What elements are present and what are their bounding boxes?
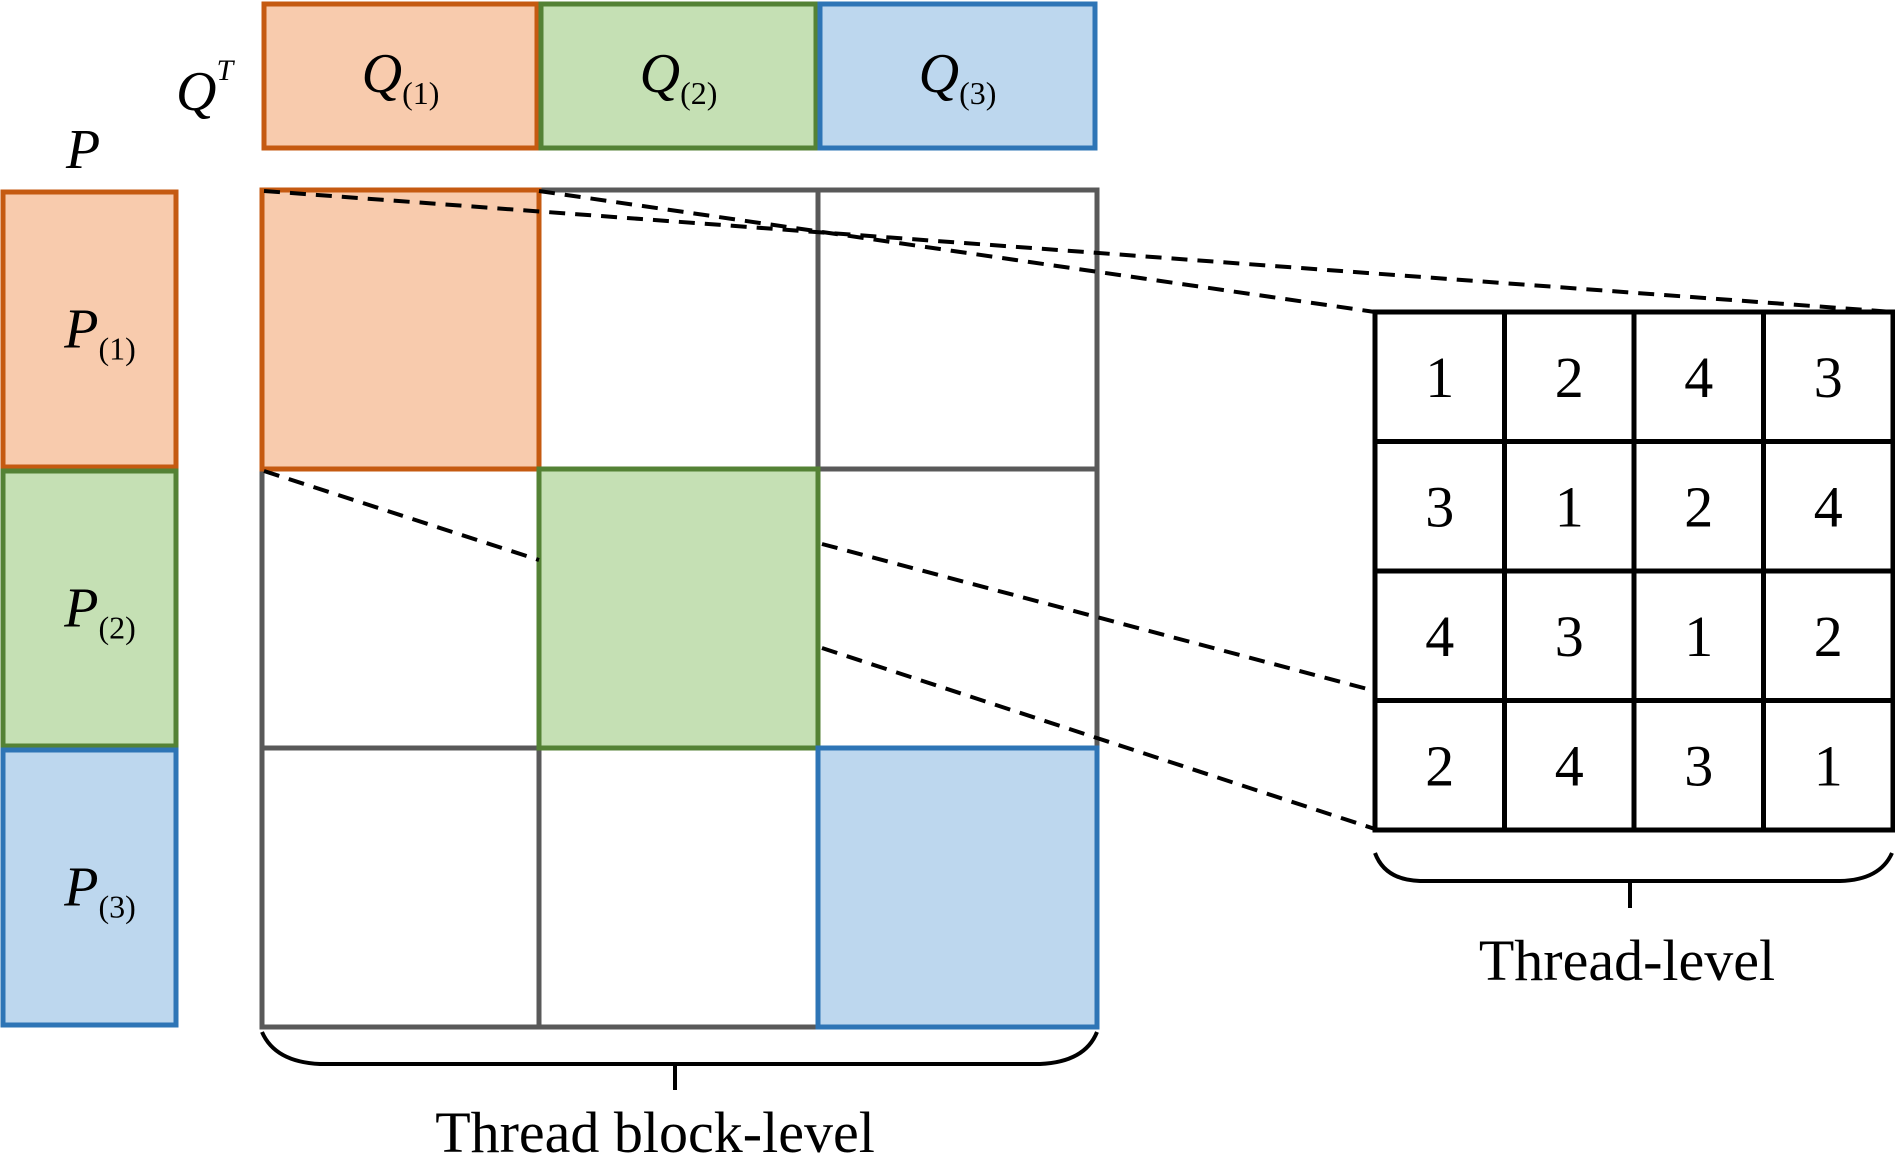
thread-cell-value: 1 [1684, 604, 1713, 669]
thread-cell-value: 3 [1814, 345, 1843, 410]
thread-cell-value: 4 [1425, 604, 1454, 669]
diagonal-block-2 [536, 466, 821, 751]
thread-grid: 1 2 4 3 3 1 2 4 4 3 1 2 2 4 3 1 [1372, 309, 1895, 833]
zoom-line-2 [538, 189, 1376, 314]
p-block-2 [0, 468, 179, 749]
block-grid [259, 187, 1100, 1030]
p-block-1 [0, 189, 179, 470]
thread-cell-value: 1 [1425, 345, 1454, 410]
q-block-1 [261, 1, 540, 151]
thread-cell [1502, 698, 1637, 833]
q-block-3 [817, 1, 1098, 151]
thread-cell [1631, 698, 1766, 833]
zoom-lines [263, 189, 1894, 831]
grid-cell [536, 187, 821, 472]
grid-cell [259, 466, 542, 751]
q-block-label-3: Q(3) [919, 43, 997, 111]
thread-cell [1761, 439, 1895, 574]
zoom-line-3 [263, 469, 540, 562]
thread-cell-value: 1 [1814, 733, 1843, 798]
grid-cell [815, 466, 1100, 751]
grid-cell [536, 745, 821, 1030]
q-transpose-label: QT [176, 54, 235, 123]
thread-cell-value: 4 [1814, 474, 1843, 539]
grid-cell [259, 745, 542, 1030]
block-level-brace [260, 1031, 1099, 1066]
thread-cell-value: 2 [1814, 604, 1843, 669]
zoom-line-1 [263, 189, 1894, 314]
q-block-2 [538, 1, 819, 151]
thread-block-level-label: Thread block-level [435, 1100, 875, 1165]
thread-cell-value: 2 [1555, 345, 1584, 410]
p-block-label-1: P(1) [63, 299, 136, 367]
thread-cell [1372, 439, 1507, 574]
thread-level-brace [1373, 852, 1894, 883]
diagonal-block-1 [259, 187, 542, 472]
thread-cell-value: 3 [1684, 733, 1713, 798]
q-block-label-1: Q(1) [362, 43, 440, 111]
thread-cell-value: 3 [1555, 604, 1584, 669]
thread-cell-value: 3 [1425, 474, 1454, 539]
p-column: P(1) P(2) P(3) [0, 189, 179, 1028]
zoom-line-5 [821, 646, 1376, 831]
q-row: Q(1) Q(2) Q(3) [261, 1, 1098, 151]
zoom-line-4 [821, 542, 1376, 693]
thread-cell [1761, 568, 1895, 703]
thread-cell [1372, 309, 1507, 444]
thread-cell-value: 1 [1555, 474, 1584, 539]
thread-level-label: Thread-level [1479, 928, 1775, 993]
thread-cell [1761, 698, 1895, 833]
p-block-label-2: P(2) [63, 578, 136, 646]
p-block-label-3: P(3) [63, 857, 136, 925]
thread-cell [1761, 309, 1895, 444]
thread-cell [1502, 309, 1637, 444]
thread-cell-value: 4 [1555, 733, 1584, 798]
p-block-3 [0, 747, 179, 1028]
q-block-label-2: Q(2) [640, 43, 718, 111]
diagonal-block-3 [815, 745, 1100, 1030]
thread-cell [1631, 439, 1766, 574]
thread-cell-value: 4 [1684, 345, 1713, 410]
thread-cell-value: 2 [1684, 474, 1713, 539]
p-label: P [65, 119, 100, 181]
thread-cell-value: 2 [1425, 733, 1454, 798]
grid-cell [815, 187, 1100, 472]
